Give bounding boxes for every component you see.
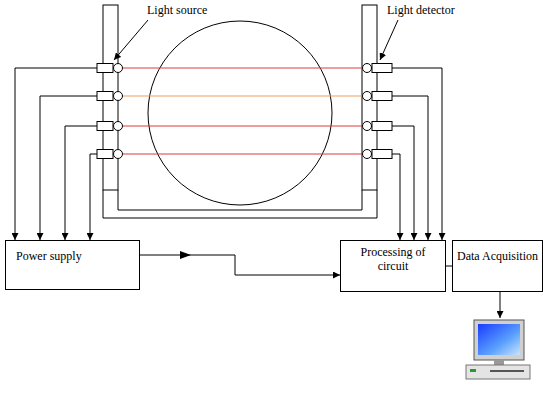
data-acquisition-box: Data Acquisition [452, 240, 543, 292]
frame-base-inner [118, 190, 362, 210]
light-detector-set [363, 64, 393, 159]
frame-base [103, 190, 377, 218]
processing-box: Processing of circuit [340, 240, 446, 292]
data-arrow [500, 292, 501, 318]
leader-line [380, 20, 398, 60]
leader-line [114, 20, 148, 60]
box-label: Power supply [16, 249, 129, 263]
computer-icon [466, 320, 530, 379]
connector [140, 255, 340, 275]
light-source-set [97, 64, 123, 159]
box-label: Processing of circuit [345, 245, 441, 274]
callout-label: Light source [146, 3, 208, 18]
light-beams [123, 68, 362, 154]
box-label: Data Acquisition [456, 249, 539, 263]
power-supply-box: Power supply [5, 240, 140, 290]
source-wires [15, 68, 97, 240]
pipe-section [148, 21, 332, 205]
callout-label: Light detector [386, 3, 456, 18]
detector-wires [392, 68, 442, 240]
